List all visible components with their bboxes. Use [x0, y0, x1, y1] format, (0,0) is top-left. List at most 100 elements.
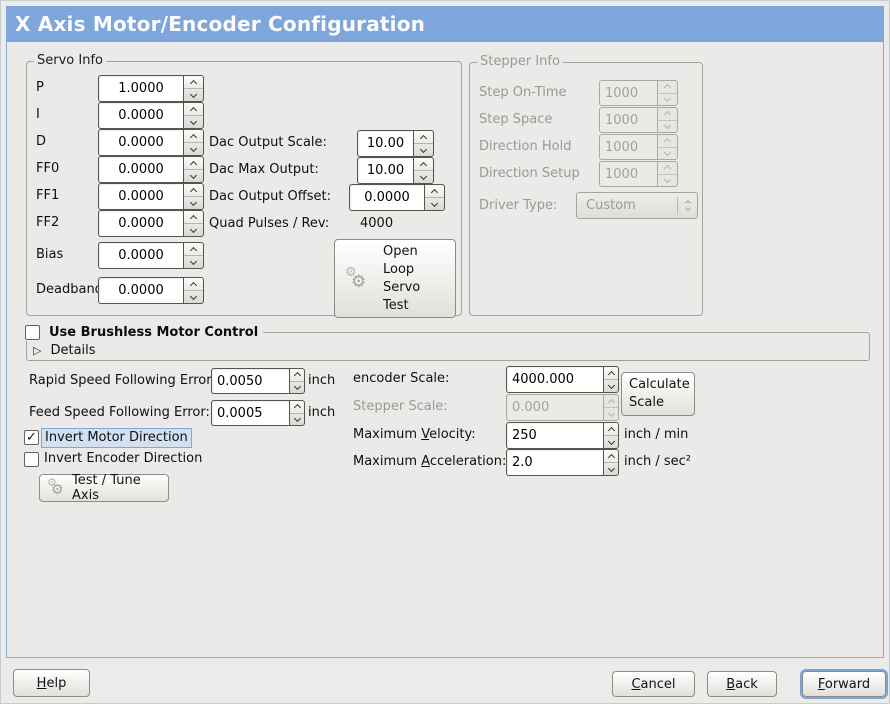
servo-deadband-input[interactable] [98, 277, 183, 304]
quad-pulses-label: Quad Pulses / Rev: [209, 216, 330, 231]
spin-down-icon[interactable] [414, 144, 433, 156]
spin-down-icon[interactable] [184, 143, 203, 155]
spin-up-icon[interactable] [604, 423, 618, 436]
stepper-info-frame-title: Stepper Info [477, 54, 563, 70]
spin-down-icon[interactable] [184, 224, 203, 236]
dac-output-scale-input[interactable] [357, 130, 413, 157]
spin-up-icon[interactable] [425, 185, 444, 198]
gears-icon: ⚙⚙ [47, 476, 64, 498]
dac-output-scale-label: Dac Output Scale: [209, 135, 327, 150]
rapid-following-error-input[interactable] [211, 368, 289, 394]
servo-ff1-input[interactable] [98, 183, 183, 210]
servo-bias-spinbox[interactable] [98, 242, 204, 269]
help-label: Help [36, 675, 67, 691]
spin-down-icon[interactable] [184, 256, 203, 268]
spin-up-icon[interactable] [184, 76, 203, 89]
servo-d-spinbox[interactable] [98, 129, 204, 156]
spin-down-icon[interactable] [184, 197, 203, 209]
spin-up-icon[interactable] [414, 131, 433, 144]
use-brushless-checkbox[interactable] [25, 324, 40, 340]
rapid-following-error-spinbox[interactable] [211, 368, 305, 394]
open-loop-servo-test-label: Open Loop Servo Test [383, 243, 421, 313]
spin-down-icon[interactable] [414, 171, 433, 183]
cancel-label: Cancel [631, 676, 676, 692]
spin-up-icon[interactable] [184, 184, 203, 197]
step-ontime-input [599, 80, 657, 106]
spin-up-icon[interactable] [290, 369, 304, 382]
maximum-velocity-input[interactable] [506, 422, 603, 449]
spin-down-icon[interactable] [604, 463, 618, 475]
maximum-acceleration-input[interactable] [506, 449, 603, 476]
stepper-scale-label: Stepper Scale: [353, 399, 448, 414]
servo-i-spinbox[interactable] [98, 102, 204, 129]
dac-output-offset-label: Dac Output Offset: [209, 189, 331, 204]
encoder-scale-label: encoder Scale: [353, 371, 450, 386]
test-tune-axis-button[interactable]: ⚙⚙ Test / Tune Axis [39, 473, 169, 503]
dac-max-output-spinbox[interactable] [357, 157, 434, 184]
spin-up-icon[interactable] [184, 243, 203, 256]
details-expander[interactable]: ▷ Details [33, 342, 96, 359]
spin-up-icon [658, 135, 677, 148]
stepper-scale-input [506, 394, 603, 421]
servo-d-input[interactable] [98, 129, 183, 156]
servo-deadband-spinbox[interactable] [98, 277, 204, 304]
spin-down-icon[interactable] [184, 291, 203, 303]
spin-up-icon[interactable] [184, 211, 203, 224]
cancel-button[interactable]: Cancel [612, 671, 695, 697]
feed-following-error-input[interactable] [211, 400, 289, 426]
dac-output-offset-spinbox[interactable] [349, 184, 445, 211]
spin-down-icon [658, 148, 677, 160]
back-button[interactable]: Back [707, 671, 777, 697]
servo-p-input[interactable] [98, 75, 183, 102]
feed-following-error-unit: inch [308, 405, 336, 420]
spin-up-icon[interactable] [184, 157, 203, 170]
feed-following-error-spinbox[interactable] [211, 400, 305, 426]
maximum-velocity-spinbox[interactable] [506, 422, 619, 449]
spin-down-icon[interactable] [604, 380, 618, 392]
calculate-scale-label: Calculate Scale [629, 377, 690, 410]
invert-motor-label[interactable]: Invert Motor Direction [41, 428, 192, 448]
encoder-scale-input[interactable] [506, 366, 603, 393]
invert-encoder-checkbox[interactable] [24, 452, 39, 467]
open-loop-servo-test-button[interactable]: ⚙⚙ Open Loop Servo Test [334, 239, 456, 318]
spin-down-icon[interactable] [184, 116, 203, 128]
spin-up-icon[interactable] [414, 158, 433, 171]
encoder-scale-spinbox[interactable] [506, 366, 619, 393]
dac-output-scale-spinbox[interactable] [357, 130, 434, 157]
maximum-acceleration-spinbox[interactable] [506, 449, 619, 476]
combo-arrows-icon [678, 200, 697, 211]
forward-button[interactable]: Forward [802, 671, 886, 697]
servo-ff2-input[interactable] [98, 210, 183, 237]
invert-motor-checkbox[interactable]: ✓ [24, 430, 39, 445]
spin-up-icon[interactable] [184, 278, 203, 291]
spin-down-icon[interactable] [184, 89, 203, 101]
servo-ff0-spinbox[interactable] [98, 156, 204, 183]
dac-max-output-input[interactable] [357, 157, 413, 184]
expander-icon: ▷ [33, 344, 42, 357]
help-button[interactable]: Help [13, 669, 90, 697]
dac-output-offset-input[interactable] [349, 184, 424, 211]
servo-i-input[interactable] [98, 102, 183, 129]
spin-down-icon[interactable] [425, 198, 444, 210]
spin-up-icon[interactable] [184, 130, 203, 143]
stepper-scale-spinbox [506, 394, 619, 421]
servo-bias-input[interactable] [98, 242, 183, 269]
spin-down-icon[interactable] [604, 436, 618, 448]
spin-up-icon[interactable] [604, 450, 618, 463]
servo-ff0-input[interactable] [98, 156, 183, 183]
spin-down-icon[interactable] [290, 382, 304, 394]
direction-setup-label: Direction Setup [479, 166, 580, 181]
servo-ff2-spinbox[interactable] [98, 210, 204, 237]
spin-down-icon[interactable] [290, 414, 304, 426]
spin-up-icon[interactable] [290, 401, 304, 414]
servo-p-spinbox[interactable] [98, 75, 204, 102]
spin-up-icon[interactable] [604, 367, 618, 380]
calculate-scale-button[interactable]: Calculate Scale [621, 372, 695, 416]
spin-up-icon [658, 81, 677, 94]
rapid-following-error-label: Rapid Speed Following Error: [29, 373, 216, 388]
direction-setup-input [599, 161, 657, 187]
servo-ff1-spinbox[interactable] [98, 183, 204, 210]
spin-up-icon[interactable] [184, 103, 203, 116]
invert-encoder-label[interactable]: Invert Encoder Direction [44, 451, 203, 466]
spin-down-icon[interactable] [184, 170, 203, 182]
